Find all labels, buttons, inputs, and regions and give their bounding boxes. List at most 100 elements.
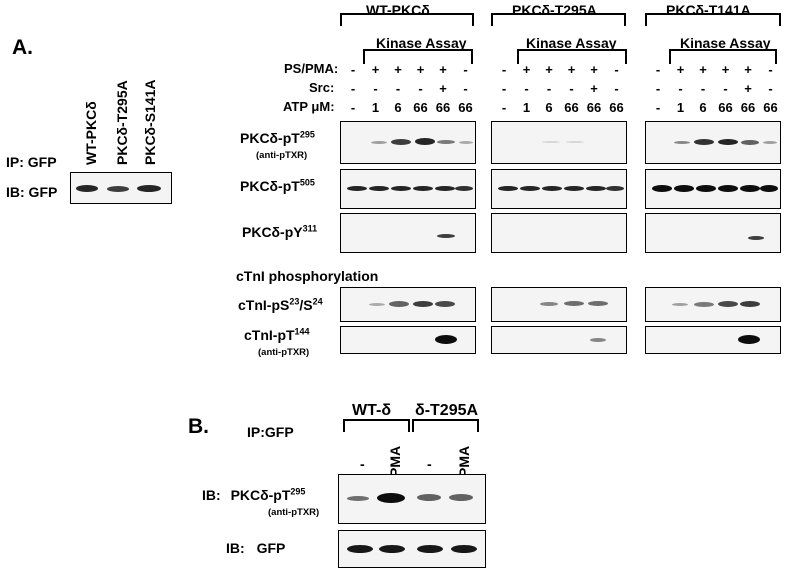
band [347, 545, 373, 553]
band [498, 186, 518, 191]
label-ctni-s23-mid: /S [299, 297, 313, 313]
label-ctni-t144: cTnI-pT144 [244, 327, 310, 343]
panel-b-blot2-prefix: IB: [226, 540, 245, 556]
group-title-wt: WT-PKCδ [366, 2, 430, 18]
band [347, 496, 369, 501]
pspma-cell: - [768, 62, 773, 77]
band [391, 139, 411, 145]
band [694, 302, 714, 307]
band [435, 301, 455, 307]
atp-cell: 66 [564, 100, 579, 115]
label-ctni-t144-sup: 144 [294, 326, 310, 337]
band [748, 236, 764, 240]
ib-gfp-label: IB: GFP [6, 184, 58, 200]
band [369, 186, 389, 191]
band [566, 141, 584, 143]
row-label-pspma: PS/PMA: [284, 61, 339, 76]
atp-cell: 6 [545, 100, 553, 115]
blot-ctni-t144-t295a [491, 326, 627, 354]
band [369, 303, 385, 306]
ip-gfp-label: IP: GFP [6, 154, 57, 170]
label-ctni-s23-sup2: 24 [312, 296, 323, 307]
band [417, 494, 441, 501]
blot-pt295-wt [340, 121, 476, 164]
pspma-cell: + [744, 62, 752, 77]
src-cell: - [501, 81, 507, 96]
pspma-cell: + [416, 62, 425, 77]
band [542, 141, 560, 143]
band [76, 185, 98, 192]
pspma-cell: - [501, 62, 507, 77]
atp-cell: 66 [413, 100, 428, 115]
band [696, 185, 716, 192]
panel-a-label: A. [12, 36, 33, 59]
src-cell: - [700, 81, 706, 96]
pspma-cell: + [545, 62, 553, 77]
panel-b-blot-gfp [338, 530, 486, 568]
row-label-atp: ATP μM: [283, 99, 335, 114]
atp-cell: 1 [371, 100, 380, 115]
src-cell: - [350, 81, 356, 96]
row-label-src: Src: [309, 80, 335, 95]
panel-b-lane-1: - [360, 456, 365, 472]
panel-b-ip-label: IP:GFP [247, 424, 294, 440]
src-cell: + [590, 81, 598, 96]
src-cell: - [395, 81, 401, 96]
band [718, 185, 738, 192]
blot-pt505-t141a [645, 169, 781, 209]
band [740, 301, 760, 307]
band [451, 545, 477, 553]
band [389, 301, 409, 307]
panel-b-lane-3: - [427, 456, 432, 472]
panel-b-blot1-text: PKCδ-pT [230, 487, 291, 503]
ctni-header: cTnI phosphorylation [236, 268, 379, 284]
label-py311-text: PKCδ-pY [242, 224, 303, 240]
band [718, 139, 738, 145]
label-ctni-s23: cTnI-pS23/S24 [238, 297, 323, 313]
band [694, 139, 714, 145]
label-ctni-t144-sub: (anti-pTXR) [258, 347, 310, 358]
label-py311: PKCδ-pY311 [242, 224, 317, 240]
band [391, 186, 411, 191]
left-gfp-blot [70, 172, 172, 204]
pspma-cell: - [655, 62, 661, 77]
band [415, 138, 435, 145]
blot-pt505-wt [340, 169, 476, 209]
atp-cell: 66 [718, 100, 733, 115]
band [590, 338, 606, 342]
band [377, 493, 405, 503]
band [738, 335, 760, 344]
pspma-cell: + [371, 62, 380, 77]
group-title-t295a: PKCδ-T295A [512, 2, 597, 18]
pspma-cell: + [394, 62, 402, 77]
pspma-cell: + [567, 62, 576, 77]
atp-cell: 66 [609, 100, 624, 115]
panel-b-blot1-label: IB: PKCδ-pT295 [202, 487, 305, 503]
pspma-cell: - [463, 62, 468, 77]
label-ctni-s23-text: cTnI-pS [238, 297, 290, 313]
band [564, 186, 584, 191]
panel-b-blot2-text: GFP [256, 540, 286, 556]
label-pt295-sup: 295 [299, 129, 315, 140]
blot-pt295-t295a [491, 121, 627, 164]
label-ctni-s23-sup1: 23 [289, 296, 300, 307]
blot-ctni-s23-t295a [491, 287, 627, 322]
panel-b-blot1-prefix: IB: [202, 487, 221, 503]
blot-ctni-t144-wt [340, 326, 476, 354]
atp-cell: 66 [435, 100, 451, 115]
src-cell: - [463, 81, 468, 96]
pspma-cell: - [350, 62, 356, 77]
pspma-cell: + [439, 62, 447, 77]
band [379, 545, 405, 553]
blot-py311-wt [340, 213, 476, 253]
band [588, 301, 608, 306]
blot-ctni-s23-wt [340, 287, 476, 322]
panel-b-label: B. [188, 415, 209, 438]
atp-cell: 1 [522, 100, 531, 115]
band [542, 186, 562, 191]
src-cell: - [768, 81, 773, 96]
panel-b-group-wt: WT-δ [352, 402, 392, 419]
atp-cell: 66 [763, 100, 778, 115]
src-cell: + [439, 81, 447, 96]
